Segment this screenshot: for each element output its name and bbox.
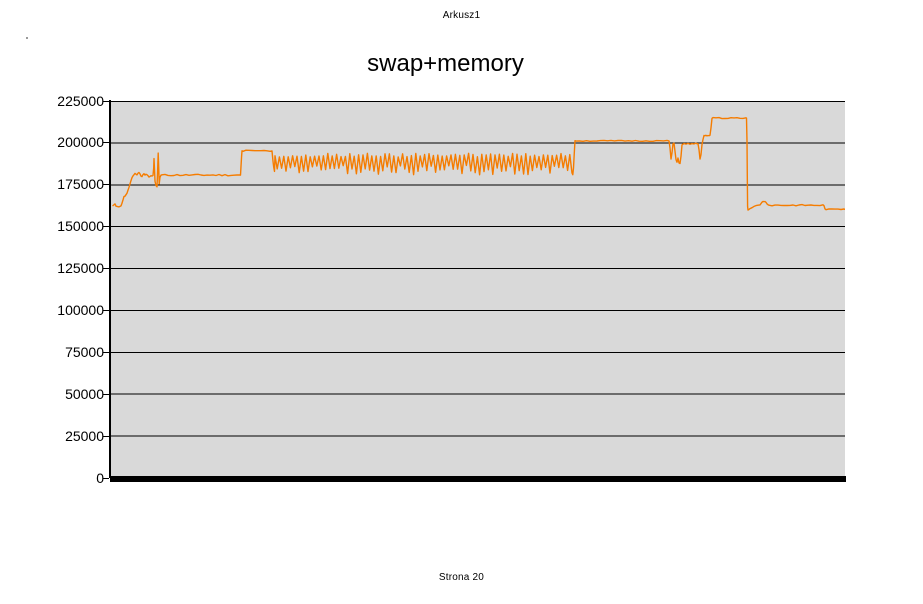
y-axis-tick-label: 150000 bbox=[57, 218, 104, 234]
y-axis-tick-label: 0 bbox=[96, 470, 104, 486]
y-axis-tick-label: 25000 bbox=[65, 428, 104, 444]
y-axis-tick-label: 75000 bbox=[65, 344, 104, 360]
y-axis-tick bbox=[103, 352, 109, 353]
stray-dot bbox=[26, 37, 28, 39]
x-axis-line bbox=[110, 476, 846, 482]
plot-area bbox=[111, 101, 845, 478]
y-axis-tick bbox=[103, 478, 109, 479]
y-axis-tick-label: 125000 bbox=[57, 260, 104, 276]
y-axis-tick bbox=[103, 394, 109, 395]
y-axis-tick-label: 200000 bbox=[57, 134, 104, 150]
y-axis-tick bbox=[103, 268, 109, 269]
page-number-footer: Strona 20 bbox=[438, 572, 485, 583]
y-axis-tick-label: 50000 bbox=[65, 386, 104, 402]
y-axis-tick-label: 175000 bbox=[57, 176, 104, 192]
y-axis-tick-label: 225000 bbox=[57, 93, 104, 109]
y-axis-tick bbox=[103, 142, 109, 143]
y-axis-tick bbox=[103, 310, 109, 311]
chart-title: swap+memory bbox=[367, 50, 524, 77]
y-axis-tick bbox=[103, 226, 109, 227]
y-axis-tick-label: 100000 bbox=[57, 302, 104, 318]
y-axis-tick bbox=[103, 101, 109, 102]
chart-canvas bbox=[111, 101, 845, 478]
y-axis-line bbox=[109, 100, 111, 478]
sheet-name-header: Arkusz1 bbox=[442, 10, 481, 21]
y-axis-tick bbox=[103, 436, 109, 437]
y-axis-tick bbox=[103, 184, 109, 185]
